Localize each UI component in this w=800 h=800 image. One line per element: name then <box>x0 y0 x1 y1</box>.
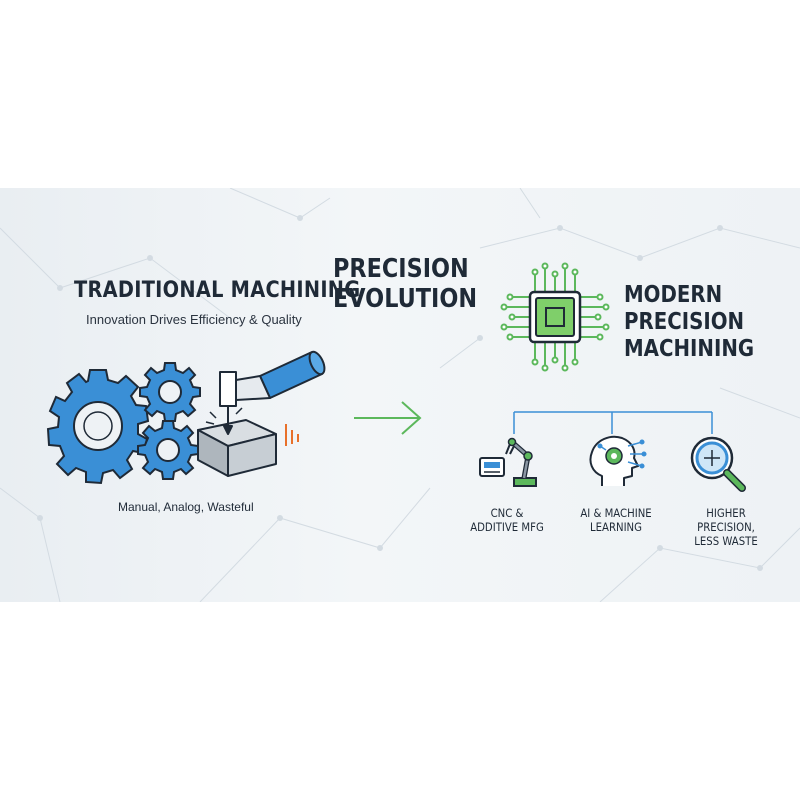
traditional-caption: Manual, Analog, Wasteful <box>118 500 254 514</box>
magnifier-icon <box>690 436 746 492</box>
right-arrow-icon <box>354 401 422 435</box>
precision-evolution-line1: PRECISION <box>333 254 469 284</box>
feature-label-line2: LESS WASTE <box>694 534 758 548</box>
gears-milling-illustration <box>46 350 326 485</box>
traditional-machining-subtitle: Innovation Drives Efficiency & Quality <box>86 312 302 327</box>
modern-title-line1: MODERN <box>624 282 723 308</box>
workpiece-block-icon <box>197 419 277 477</box>
feature-label-ai: AI & MACHINE LEARNING <box>572 506 660 534</box>
feature-label-line1: CNC & <box>490 506 524 520</box>
modern-precision-machining-title: MODERN PRECISION MACHINING <box>624 282 754 363</box>
small-gear-top-icon <box>139 362 201 422</box>
microchip-icon <box>500 262 610 372</box>
traditional-machining-title: TRADITIONAL MACHINING <box>74 278 361 303</box>
feature-label-line1: AI & MACHINE <box>580 506 652 520</box>
background-network-lines <box>0 188 800 602</box>
feature-label-line2: ADDITIVE MFG <box>470 520 544 534</box>
milling-spindle-icon <box>219 350 326 435</box>
feature-label-cnc: CNC & ADDITIVE MFG <box>467 506 546 534</box>
feature-label-line2: LEARNING <box>590 520 642 534</box>
infographic-banner: TRADITIONAL MACHINING Innovation Drives … <box>0 188 800 602</box>
feature-label-line1: HIGHER PRECISION, <box>697 506 755 534</box>
cutting-chips-icon <box>205 407 243 425</box>
precision-evolution-line2: EVOLUTION <box>333 284 478 314</box>
modern-title-line2: PRECISION <box>624 309 745 335</box>
modern-title-line3: MACHINING <box>624 336 755 362</box>
feature-label-precision: HIGHER PRECISION, LESS WASTE <box>677 506 776 548</box>
large-gear-icon <box>46 369 150 485</box>
orange-vibration-icon <box>285 424 299 446</box>
precision-evolution-title: PRECISION EVOLUTION <box>333 254 477 314</box>
robot-arm-icon <box>479 437 537 487</box>
small-gear-bottom-icon <box>137 420 199 480</box>
ai-head-icon <box>589 435 647 486</box>
feature-connector-lines <box>513 411 713 434</box>
